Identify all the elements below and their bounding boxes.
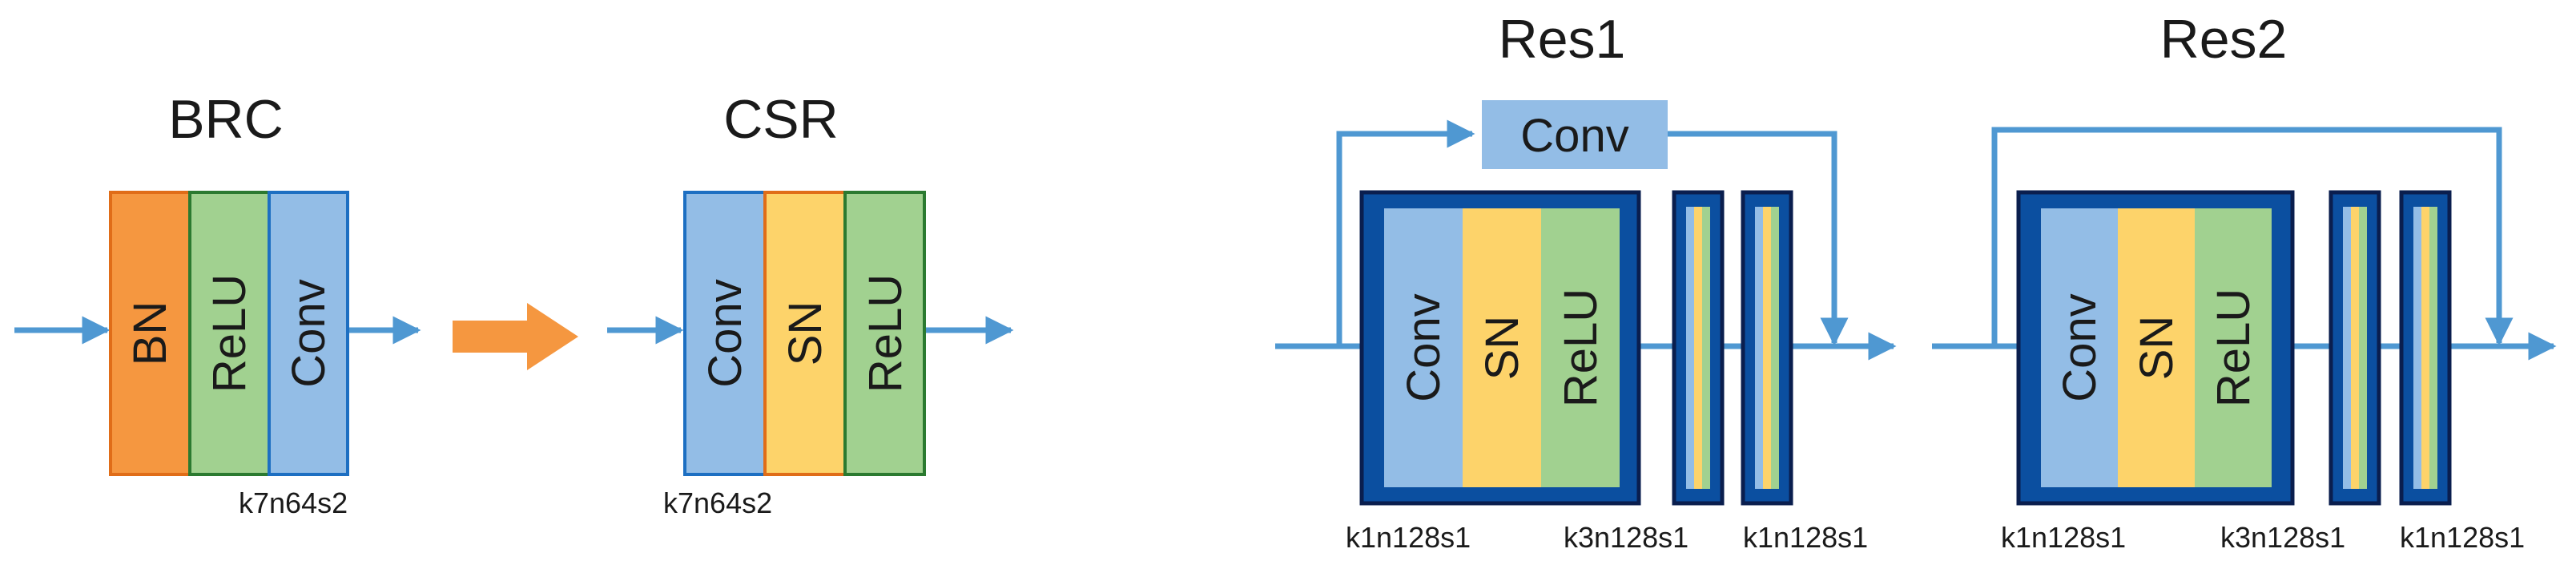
brc-title: BRC [168, 89, 284, 150]
res1-thin-unit-1-conv [1686, 207, 1694, 489]
brc-bn-label: BN [124, 301, 176, 366]
brc-conv-label: Conv [283, 279, 335, 387]
res2-skip-connection [1991, 127, 2514, 346]
csr-relu-layer [843, 191, 926, 476]
res1-caption-1: k1n128s1 [1346, 521, 1471, 554]
res1-sn-label: SN [1476, 316, 1528, 381]
csr-block: CSR Conv SN ReLU k7n64s2 [607, 89, 1014, 519]
res1-block: Res1 Conv Conv SN ReLU k1n128s1 k3n128s1… [1275, 9, 1897, 554]
res1-conv-label: Conv [1398, 293, 1450, 402]
csr-sn-layer [763, 191, 847, 476]
brc-relu-layer [188, 191, 271, 476]
res2-block: Res2 Conv SN ReLU k1n128s1 k3n128s1 k1n1… [1932, 9, 2557, 554]
res2-caption-2: k3n128s1 [2220, 521, 2345, 554]
res2-thin-unit-2-sn [2421, 207, 2429, 489]
res1-relu-label: ReLU [1555, 289, 1607, 407]
res2-conv-label: Conv [2054, 293, 2106, 402]
res1-sn-layer [1463, 208, 1541, 487]
res2-relu-label: ReLU [2208, 289, 2260, 407]
csr-sn-label: SN [779, 301, 831, 366]
transform-arrow [453, 303, 578, 370]
res1-skip-in [1336, 119, 1475, 346]
res1-skip-out [1668, 131, 1849, 346]
res1-thin-unit-2-conv [1755, 207, 1763, 489]
res2-thin-unit-1-relu [2359, 207, 2367, 489]
res1-thin-unit-2-relu [1771, 207, 1779, 489]
res2-thin-unit-2-conv [2413, 207, 2421, 489]
res2-thin-unit-1-conv [2343, 207, 2351, 489]
res2-sn-layer [2118, 208, 2195, 487]
res1-relu-layer [1541, 208, 1620, 487]
res2-title: Res2 [2160, 9, 2288, 70]
res1-caption-3: k1n128s1 [1743, 521, 1868, 554]
res1-skip-conv [1482, 100, 1668, 169]
csr-relu-label: ReLU [859, 274, 912, 393]
res1-conv-layer [1384, 208, 1463, 487]
res1-thin-unit-2-sn [1763, 207, 1771, 489]
brc-caption: k7n64s2 [239, 486, 348, 519]
csr-caption: k7n64s2 [663, 486, 772, 519]
csr-conv-layer [683, 191, 767, 476]
res2-caption-3: k1n128s1 [2400, 521, 2525, 554]
res2-sn-label: SN [2131, 316, 2183, 381]
brc-relu-label: ReLU [203, 274, 256, 393]
orange-arrow-icon [453, 303, 578, 370]
res1-skip-conv-label: Conv [1520, 110, 1628, 162]
res2-conv-layer [2041, 208, 2118, 487]
csr-conv-label: Conv [699, 279, 751, 387]
csr-title: CSR [723, 89, 839, 150]
res2-thin-unit-2-relu [2429, 207, 2437, 489]
brc-block: BRC BN ReLU Conv k7n64s2 [14, 89, 421, 519]
res1-title: Res1 [1499, 9, 1626, 70]
res1-thin-unit-1-relu [1702, 207, 1710, 489]
res1-caption-2: k3n128s1 [1564, 521, 1688, 554]
res2-thin-unit-1-sn [2351, 207, 2359, 489]
brc-conv-layer [268, 191, 349, 476]
res2-caption-1: k1n128s1 [2001, 521, 2126, 554]
res1-thin-unit-1-sn [1694, 207, 1702, 489]
res2-relu-layer [2195, 208, 2272, 487]
